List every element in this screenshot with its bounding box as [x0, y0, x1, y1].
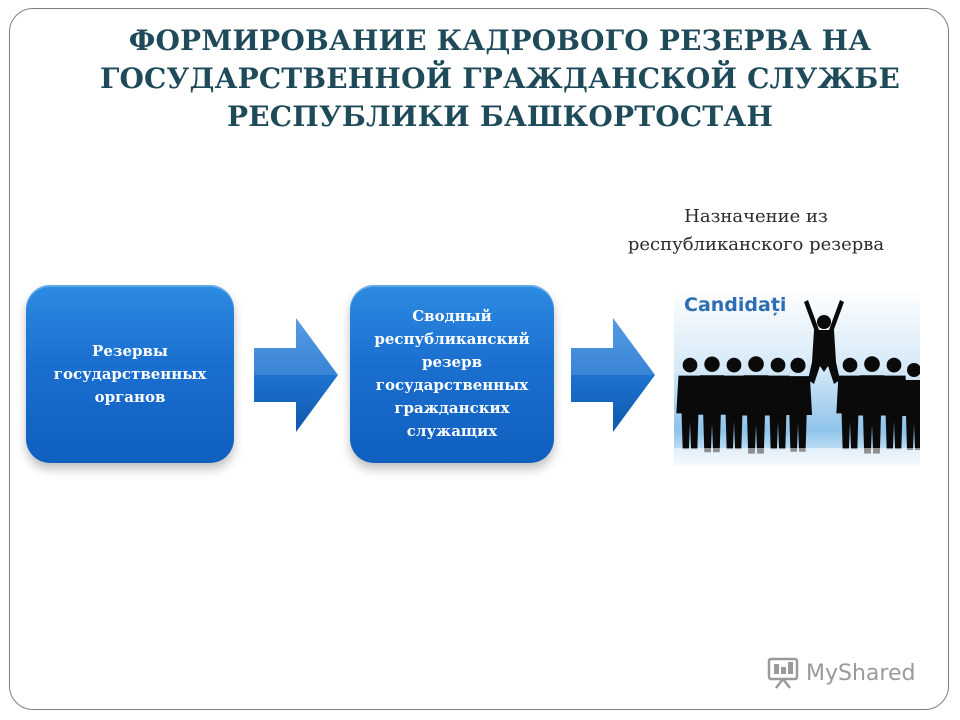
title-line-2: ГОСУДАРСТВЕННОЙ ГРАЖДАНСКОЙ СЛУЖБЕ: [99, 62, 901, 95]
title-line-1: ФОРМИРОВАНИЕ КАДРОВОГО РЕЗЕРВА НА: [128, 24, 872, 57]
box2-line: гражданских: [394, 399, 510, 417]
arrow-right-icon: [571, 318, 655, 432]
box2-line: государственных: [375, 376, 529, 394]
title-line-3: РЕСПУБЛИКИ БАШКОРТОСТАН: [226, 100, 774, 133]
watermark-brand: MyShared: [806, 660, 916, 686]
watermark: MyShared: [766, 656, 915, 690]
box2-line: Сводный: [412, 307, 492, 325]
box-agency-reserves: Резервы государственных органов: [26, 285, 234, 463]
page-title: ФОРМИРОВАНИЕ КАДРОВОГО РЕЗЕРВА НА ГОСУДА…: [60, 22, 940, 136]
box2-line: республиканский: [374, 330, 530, 348]
box1-line: органов: [94, 387, 166, 406]
candidates-picture: Candidați: [674, 288, 927, 466]
caption-line-2: республиканского резерва: [627, 234, 885, 255]
box1-line: государственных: [53, 364, 207, 383]
box2-line: служащих: [406, 422, 498, 440]
arrow-right-icon: [254, 318, 338, 432]
box2-line: резерв: [421, 353, 483, 371]
box1-line: Резервы: [92, 341, 168, 360]
presentation-icon: [767, 657, 799, 689]
candidates-label: Candidați: [684, 294, 787, 316]
box-consolidated-reserve: Сводный республиканский резерв государст…: [350, 285, 554, 463]
appointment-caption: Назначение из республиканского резерва: [600, 203, 912, 259]
caption-line-1: Назначение из: [684, 206, 828, 227]
candidates-silhouettes-image: [674, 288, 927, 466]
